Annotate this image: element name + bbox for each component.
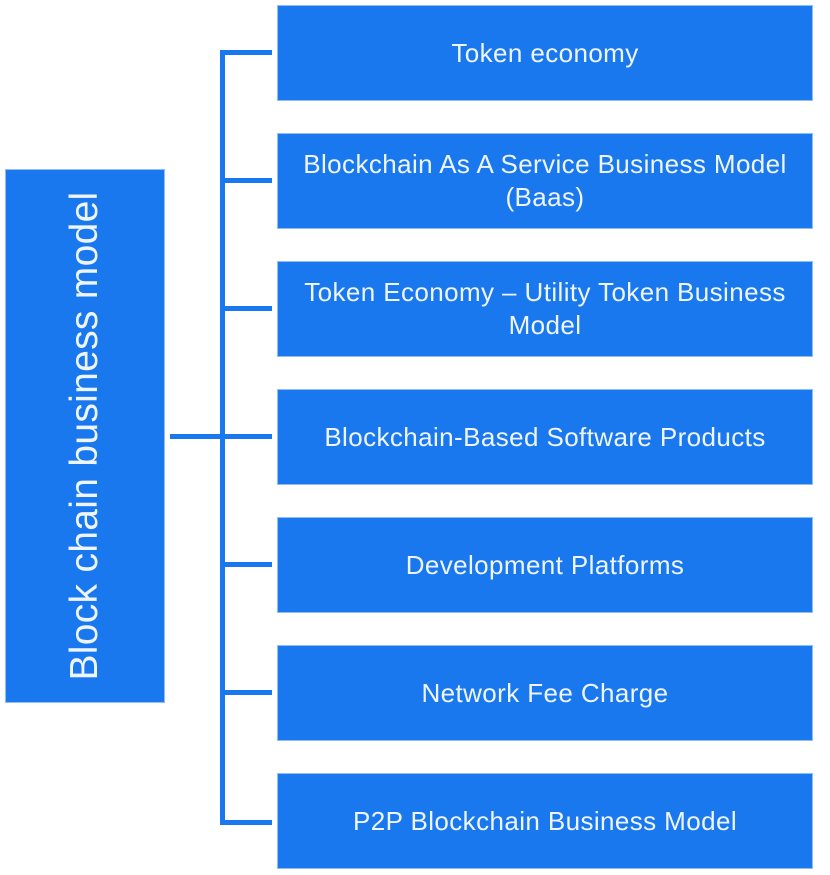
branch-line-6 <box>220 690 272 695</box>
branch-line-7 <box>220 820 272 825</box>
child-node-baas: Blockchain As A Service Business Model (… <box>277 133 813 229</box>
vertical-trunk-line <box>220 51 225 825</box>
child-node-token-economy: Token economy <box>277 5 813 101</box>
branch-line-1 <box>220 50 272 55</box>
child-node-utility-token: Token Economy – Utility Token Business M… <box>277 261 813 357</box>
branch-line-3 <box>220 306 272 311</box>
branch-line-2 <box>220 178 272 183</box>
child-node-development-platforms: Development Platforms <box>277 517 813 613</box>
child-node-software-products: Blockchain-Based Software Products <box>277 389 813 485</box>
child-node-network-fee: Network Fee Charge <box>277 645 813 741</box>
child-node-p2p: P2P Blockchain Business Model <box>277 773 813 869</box>
root-node: Block chain business model <box>5 169 165 703</box>
branch-line-5 <box>220 562 272 567</box>
root-node-label: Block chain business model <box>63 191 106 681</box>
